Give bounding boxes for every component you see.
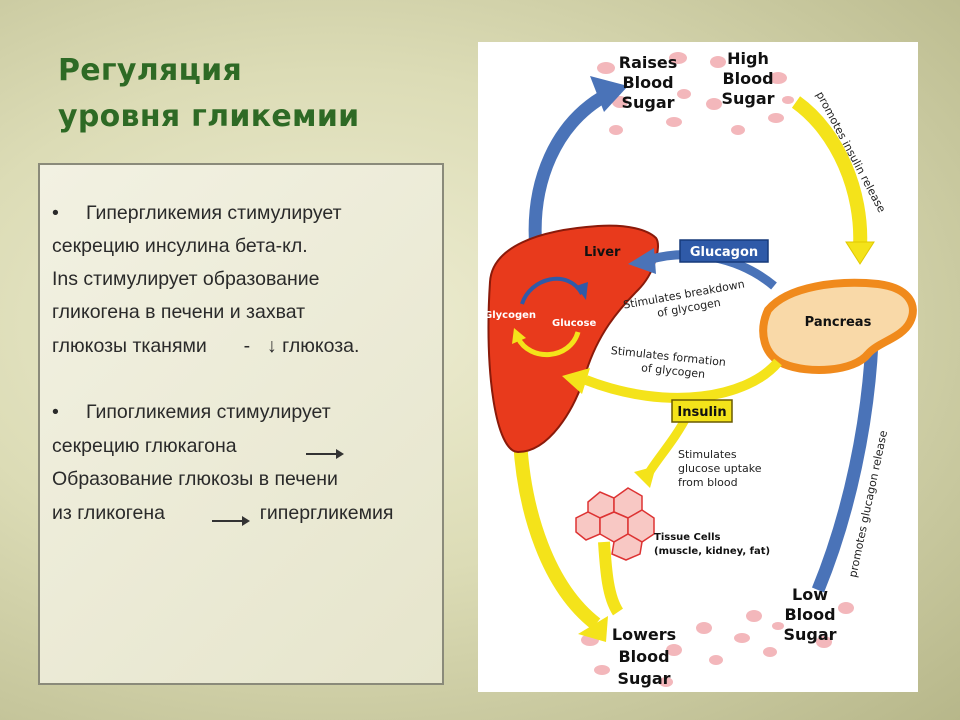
svg-text:Sugar: Sugar [721,89,774,108]
label-uptake: Stimulates glucose uptake from blood [678,448,762,489]
diagram-svg: Raises Blood Sugar High Blood Sugar Low … [484,49,917,688]
slide-title: Регуляция уровня гликемии [58,48,360,140]
arrow-right-icon [306,449,344,459]
svg-text:Sugar: Sugar [617,669,670,688]
arrowhead-blue-top [590,76,628,112]
text-panel: •Гипергликемия стимулирует секрецию инсу… [38,163,444,685]
label-insulin: Insulin [677,405,726,420]
arrow-right-icon [212,516,250,526]
cycle-arrowhead-blue [576,282,588,300]
svg-text:glucose uptake: glucose uptake [678,462,762,475]
glucagon-label-bg [679,239,769,263]
svg-text:(muscle, kidney, fat): (muscle, kidney, fat) [654,546,770,557]
svg-text:Sugar: Sugar [621,93,674,112]
svg-text:Blood: Blood [622,73,673,92]
paragraph-1-line-2: секрецию инсулина бета-кл. [52,235,308,257]
bullet: • [52,401,59,423]
paragraph-2-line-3: Образование глюкозы в печени [52,468,338,490]
label-glucagon: Glucagon [690,245,758,260]
arrowhead-insulin-liver [562,368,590,394]
svg-text:Blood: Blood [722,69,773,88]
title-line-1: Регуляция [58,53,243,88]
pancreas-shape [759,278,917,374]
paragraph-2-line-4: из гликогена гипергликемия [52,502,394,524]
arrow-insulin-to-liver [584,358,782,403]
label-liver: Liver [584,245,621,260]
label-lowers-blood-sugar: Lowers Blood Sugar [612,625,676,688]
title-line-2: уровня гликемии [58,99,360,134]
svg-text:High: High [727,49,769,68]
svg-text:Low: Low [792,585,828,604]
paragraph-1-line-3: Ins стимулирует образование [52,268,320,290]
svg-text:from blood: from blood [678,476,738,489]
paragraph-2-line-1: •Гипогликемия стимулирует [52,401,331,423]
svg-text:Stimulates: Stimulates [678,448,737,461]
paragraph-1-line-4: гликогена в печени и захват [52,301,306,323]
label-pancreas: Pancreas [805,315,872,330]
arrow-liver-to-raises [528,88,612,251]
insulin-label-bg [671,399,733,423]
arrowhead-yellow-right [845,241,875,265]
arrowhead-insulin-tissue [634,466,656,488]
bullet: • [52,202,59,224]
label-glycogen: Glycogen [484,310,536,321]
cycle-arrow-yellow [515,331,581,357]
tissue-cells [575,487,655,561]
paragraph-1-line-1: •Гипергликемия стимулирует [52,202,342,224]
svg-text:Lowers: Lowers [612,625,676,644]
blood-cells-top-right [706,56,794,135]
cycle-arrowhead-yellow [512,328,526,344]
label-tissue-cells: Tissue Cells (muscle, kidney, fat) [654,532,770,557]
svg-text:Tissue Cells: Tissue Cells [654,532,721,543]
label-raises-blood-sugar: Raises Blood Sugar [619,53,678,112]
label-formation: Stimulates formation of glycogen [610,344,726,381]
arrowhead-glucagon [628,248,656,274]
label-high-blood-sugar: High Blood Sugar [721,49,774,108]
label-low-blood-sugar: Low Blood Sugar [783,585,836,644]
svg-text:Sugar: Sugar [783,625,836,644]
glucose-regulation-diagram: Raises Blood Sugar High Blood Sugar Low … [478,42,918,692]
svg-text:Blood: Blood [784,605,835,624]
paragraph-2-line-2: секрецию глюкагона [52,435,237,457]
arrow-liver-to-lowers [513,439,601,630]
arrow-low-to-pancreas [811,341,879,593]
arrow-high-to-pancreas [791,96,868,248]
paragraph-1-line-5: глюкозы тканями - ↓ глюкоза. [52,335,360,357]
svg-text:Raises: Raises [619,53,678,72]
svg-text:Blood: Blood [618,647,669,666]
label-glucose: Glucose [552,318,597,329]
blood-cells-bottom [581,602,854,687]
arrow-tissue-to-lowers [598,541,624,616]
arrowhead-yellow-bottom-left [578,616,608,642]
